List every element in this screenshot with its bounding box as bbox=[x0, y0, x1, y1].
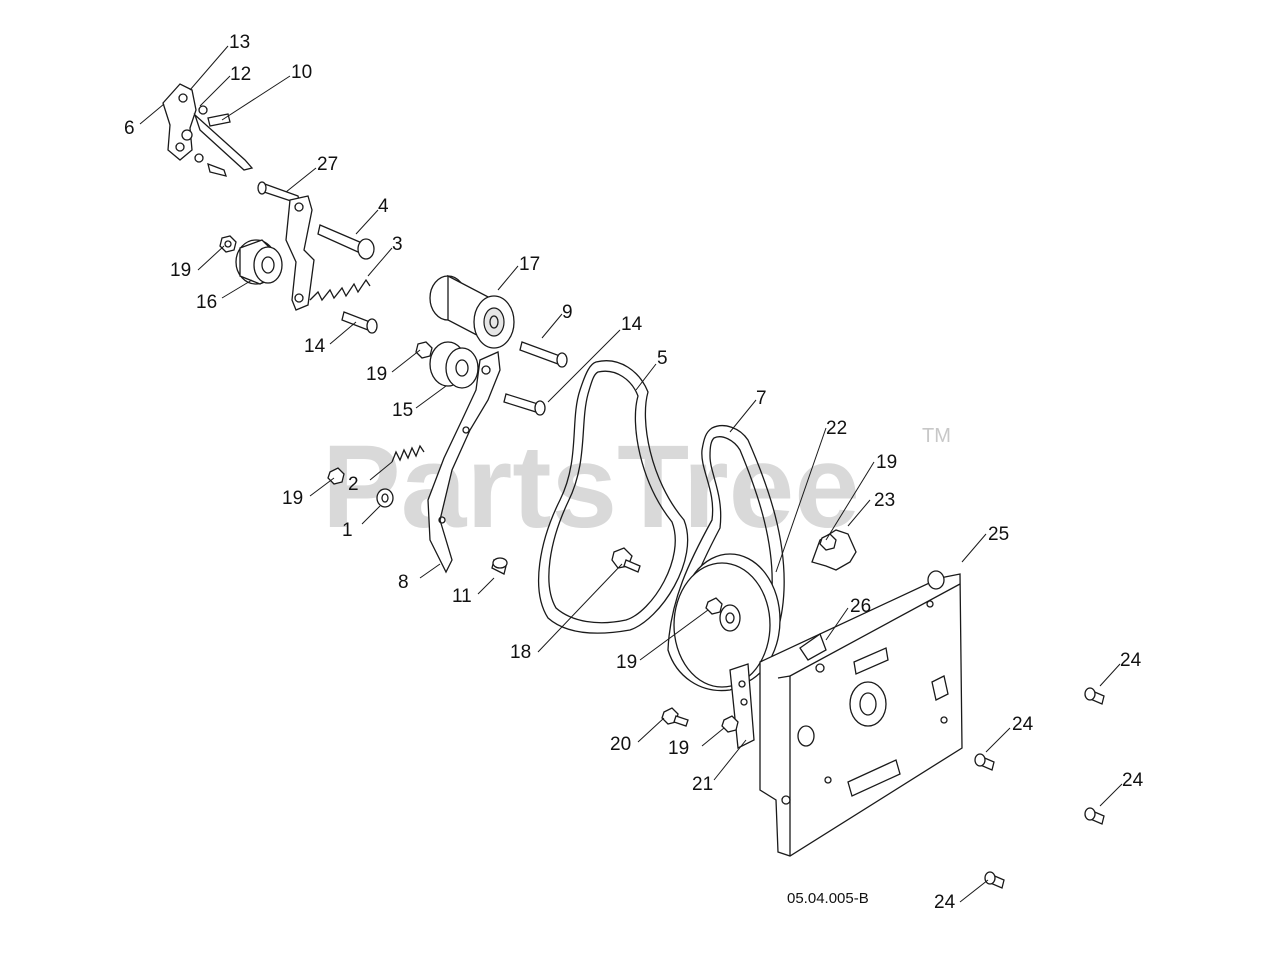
hex-nut-19b-part bbox=[415, 341, 433, 359]
callout-3: 3 bbox=[392, 234, 403, 255]
bracket-plate-part bbox=[162, 83, 254, 177]
callout-16: 16 bbox=[196, 292, 217, 313]
callout-13: 13 bbox=[229, 32, 250, 53]
callout-14-lower: 14 bbox=[304, 336, 326, 357]
watermark-trademark: TM bbox=[922, 425, 951, 447]
callout-19f: 19 bbox=[668, 738, 689, 759]
bolt-24b-part bbox=[974, 753, 995, 771]
callout-24c: 24 bbox=[1122, 770, 1144, 791]
bolt-11-part bbox=[491, 557, 508, 575]
callout-7: 7 bbox=[756, 388, 767, 409]
drive-belt-5-part bbox=[538, 360, 689, 634]
main-pulley-part bbox=[673, 553, 781, 688]
callout-2: 2 bbox=[348, 474, 359, 495]
callout-1: 1 bbox=[342, 520, 353, 541]
callout-17: 17 bbox=[519, 254, 540, 275]
callout-23: 23 bbox=[874, 490, 895, 511]
tension-arm-part bbox=[427, 351, 501, 574]
idler-pulley-15-part bbox=[429, 341, 479, 389]
bolt-20-part bbox=[661, 707, 689, 727]
bolt-24d-part bbox=[984, 871, 1005, 889]
bolt-18-part bbox=[611, 547, 641, 573]
callout-19d: 19 bbox=[282, 488, 303, 509]
hex-nut-19e-part bbox=[705, 597, 723, 615]
callout-25: 25 bbox=[988, 524, 1009, 545]
callout-24b: 24 bbox=[1012, 714, 1034, 735]
callout-24d: 24 bbox=[934, 892, 956, 913]
callout-19c: 19 bbox=[876, 452, 897, 473]
small-bracket-21-part bbox=[721, 663, 755, 750]
callout-19e: 19 bbox=[616, 652, 637, 673]
callout-19a: 19 bbox=[170, 260, 191, 281]
compression-spring-part bbox=[391, 444, 425, 463]
idler-arm-part bbox=[257, 181, 315, 311]
callout-4: 4 bbox=[378, 196, 389, 217]
callout-20: 20 bbox=[610, 734, 631, 755]
extension-spring-part bbox=[309, 278, 371, 302]
callout-15: 15 bbox=[392, 400, 413, 421]
watermark-text: PartsTree bbox=[322, 421, 860, 553]
callout-labels: 13 12 10 6 27 4 3 19 16 17 9 14 14 19 15… bbox=[124, 32, 1144, 913]
callout-11: 11 bbox=[452, 586, 472, 607]
callout-10: 10 bbox=[291, 62, 312, 83]
callout-12: 12 bbox=[230, 64, 251, 85]
leader-lines bbox=[139, 45, 1123, 903]
callout-18: 18 bbox=[510, 642, 531, 663]
hex-nut-19a-part bbox=[219, 235, 237, 253]
diagram-reference-code: 05.04.005-B bbox=[787, 890, 869, 907]
double-pulley-part bbox=[429, 274, 515, 349]
idler-pulley-16-part bbox=[235, 239, 283, 285]
washer-part bbox=[376, 488, 394, 508]
mounting-plate-part bbox=[759, 570, 963, 857]
callout-5: 5 bbox=[657, 348, 668, 369]
bolt-14a-part bbox=[341, 311, 378, 334]
pivot-bolt-part bbox=[317, 224, 375, 260]
callout-14-upper: 14 bbox=[621, 314, 643, 335]
callout-19b: 19 bbox=[366, 364, 387, 385]
bolt-9-part bbox=[519, 341, 568, 368]
bolt-24a-part bbox=[1084, 687, 1105, 705]
callout-26: 26 bbox=[850, 596, 871, 617]
callout-27: 27 bbox=[317, 154, 338, 175]
mount-bracket-23-part bbox=[811, 529, 857, 571]
bolt-14b-part bbox=[503, 393, 546, 416]
callout-8: 8 bbox=[398, 572, 409, 593]
callout-24a: 24 bbox=[1120, 650, 1142, 671]
callout-9: 9 bbox=[562, 302, 573, 323]
bolt-24c-part bbox=[1084, 807, 1105, 825]
callout-22: 22 bbox=[826, 418, 847, 439]
callout-21: 21 bbox=[692, 774, 713, 795]
callout-6: 6 bbox=[124, 118, 135, 139]
